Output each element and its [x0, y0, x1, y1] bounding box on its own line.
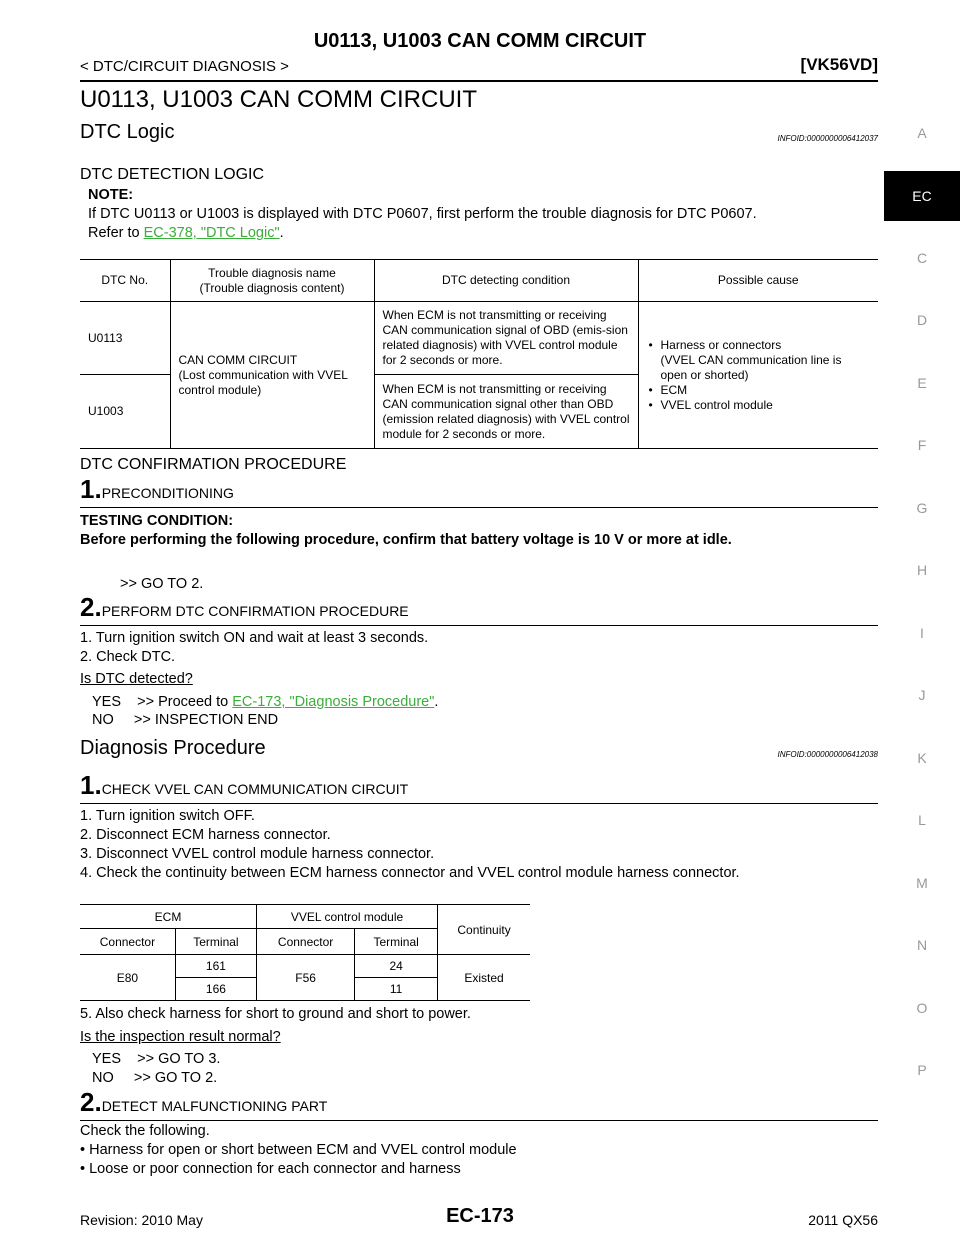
diag-item-5: 5. Also check harness for short to groun…: [80, 1006, 471, 1022]
footer-revision: Revision: 2010 May: [80, 1212, 203, 1228]
index-m[interactable]: M: [916, 874, 928, 891]
question-dtc-detected: Is DTC detected?: [80, 671, 193, 687]
diag-item-2: 2. Disconnect ECM harness connector.: [80, 827, 331, 843]
breadcrumb: < DTC/CIRCUIT DIAGNOSIS >: [80, 58, 289, 75]
testing-condition-label: TESTING CONDITION:: [80, 513, 234, 529]
step-1-check-vvel: 1.CHECK VVEL CAN COMMUNICATION CIRCUIT: [80, 770, 878, 804]
th-trouble-name: Trouble diagnosis name (Trouble diagnosi…: [169, 259, 374, 302]
diag-item-1: 1. Turn ignition switch OFF.: [80, 808, 255, 824]
index-d[interactable]: D: [916, 312, 928, 329]
cell-ecm-connector: E80: [80, 954, 176, 1001]
step-1-preconditioning: 1.PRECONDITIONING: [80, 474, 878, 508]
index-n[interactable]: N: [916, 937, 928, 954]
cell-condition-1: When ECM is not transmitting or receivin…: [373, 301, 638, 375]
testing-condition-text: Before performing the following procedur…: [80, 532, 732, 548]
th-continuity: Continuity: [437, 904, 530, 955]
th-ecm: ECM: [80, 904, 257, 929]
th-ecm-connector: Connector: [80, 928, 176, 955]
index-ec[interactable]: EC: [884, 170, 960, 221]
main-title: U0113, U1003 CAN COMM CIRCUIT: [80, 86, 477, 113]
index-j[interactable]: J: [918, 687, 926, 704]
dtc-table: DTC No. Trouble diagnosis name (Trouble …: [80, 259, 878, 449]
th-detecting-condition: DTC detecting condition: [373, 259, 638, 302]
th-vvel: VVEL control module: [256, 904, 438, 929]
diagnosis-infoid: INFOID:0000000006412038: [777, 750, 878, 759]
confirm-item-2: 2. Check DTC.: [80, 649, 176, 665]
goto-2: >> GO TO 2.: [120, 576, 204, 592]
continuity-table: ECM VVEL control module Continuity Conne…: [80, 904, 530, 1001]
cause-ecm: ECM: [647, 383, 871, 398]
dtc-logic-title: DTC Logic: [80, 121, 175, 143]
note-text: If DTC U0113 or U1003 is displayed with …: [88, 206, 757, 222]
check-following: Check the following.: [80, 1123, 210, 1139]
cell-condition-2: When ECM is not transmitting or receivin…: [373, 374, 638, 449]
cell-trouble-name: CAN COMM CIRCUIT (Lost communication wit…: [169, 301, 374, 449]
index-h[interactable]: H: [916, 562, 928, 579]
step-2-detect-part: 2.DETECT MALFUNCTIONING PART: [80, 1087, 878, 1121]
cell-vvel-connector: F56: [256, 954, 355, 1001]
answer-no: NO >> INSPECTION END: [92, 712, 279, 728]
footer-page-number: EC-173: [446, 1205, 514, 1227]
engine-code: [VK56VD]: [800, 55, 878, 74]
index-o[interactable]: O: [916, 999, 928, 1016]
dtc-logic-infoid: INFOID:0000000006412037: [777, 134, 878, 143]
detection-logic-heading: DTC DETECTION LOGIC: [80, 166, 265, 183]
link-ec-173[interactable]: EC-173, "Diagnosis Procedure": [232, 694, 435, 710]
section-index: A EC C D E F G H I J K L M N O P: [884, 102, 960, 1102]
index-p[interactable]: P: [917, 1062, 927, 1079]
footer-model: 2011 QX56: [808, 1212, 878, 1228]
diag-answer-yes: YES >> GO TO 3.: [92, 1051, 221, 1067]
diag-item-4: 4. Check the continuity between ECM harn…: [80, 865, 740, 881]
cause-vvel: VVEL control module: [647, 398, 871, 413]
cell-dtc-u0113: U0113: [80, 301, 170, 375]
answer-yes: YES >> Proceed to EC-173, "Diagnosis Pro…: [92, 694, 439, 710]
diag-item-3: 3. Disconnect VVEL control module harnes…: [80, 846, 435, 862]
cell-dtc-u1003: U1003: [80, 374, 170, 449]
index-c[interactable]: C: [916, 249, 928, 266]
note-refer: Refer to EC-378, "DTC Logic".: [88, 225, 284, 241]
step-2-confirmation: 2.PERFORM DTC CONFIRMATION PROCEDURE: [80, 592, 878, 626]
index-f[interactable]: F: [917, 437, 927, 454]
index-i[interactable]: I: [920, 624, 924, 641]
confirmation-heading: DTC CONFIRMATION PROCEDURE: [80, 456, 347, 473]
th-possible-cause: Possible cause: [637, 259, 878, 302]
question-result-normal: Is the inspection result normal?: [80, 1029, 281, 1045]
index-a[interactable]: A: [917, 125, 927, 142]
cell-continuity-result: Existed: [437, 954, 530, 1001]
index-l[interactable]: L: [918, 812, 926, 829]
index-g[interactable]: G: [916, 499, 928, 516]
cell-possible-cause: Harness or connectors (VVEL CAN communic…: [637, 301, 878, 449]
th-ecm-terminal: Terminal: [174, 928, 257, 955]
cause-harness: Harness or connectors (VVEL CAN communic…: [647, 338, 871, 383]
diagnosis-title: Diagnosis Procedure: [80, 737, 266, 759]
cell-vvel-terminal-1: 24: [354, 954, 438, 978]
check-bullet-1: • Harness for open or short between ECM …: [80, 1142, 517, 1158]
th-dtc-no: DTC No.: [101, 273, 149, 287]
note-label: NOTE:: [88, 187, 134, 203]
check-bullet-2: • Loose or poor connection for each conn…: [80, 1161, 461, 1177]
cell-ecm-terminal-2: 166: [174, 977, 257, 1001]
cell-vvel-terminal-2: 11: [354, 977, 438, 1001]
cell-ecm-terminal-1: 161: [174, 954, 257, 978]
confirm-item-1: 1. Turn ignition switch ON and wait at l…: [80, 630, 429, 646]
index-k[interactable]: K: [917, 749, 927, 766]
index-e[interactable]: E: [917, 374, 927, 391]
diag-answer-no: NO >> GO TO 2.: [92, 1070, 218, 1086]
header-divider: [80, 80, 878, 82]
th-vvel-connector: Connector: [256, 928, 355, 955]
page-header-title: U0113, U1003 CAN COMM CIRCUIT: [313, 30, 647, 52]
link-ec-378[interactable]: EC-378, "DTC Logic": [143, 225, 280, 241]
th-vvel-terminal: Terminal: [354, 928, 438, 955]
